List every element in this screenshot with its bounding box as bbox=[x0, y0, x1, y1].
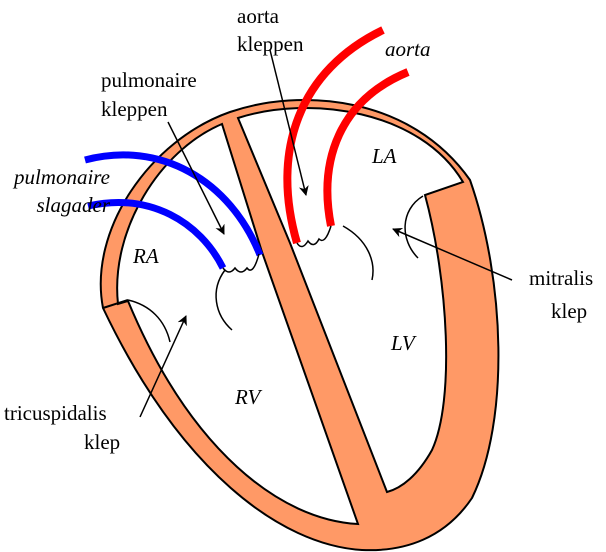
tricuspid-valve-leaflet bbox=[127, 299, 171, 343]
tricuspid-annulus bbox=[102, 299, 129, 309]
label-la: LA bbox=[371, 144, 397, 168]
pulmonary-valve-leaflet bbox=[215, 269, 233, 331]
label-pulmonary-valves-1: pulmonaire bbox=[101, 68, 197, 92]
label-rv: RV bbox=[234, 385, 262, 409]
label-aorta-valves-1: aorta bbox=[237, 4, 280, 28]
right-heart-cavity bbox=[116, 122, 360, 526]
label-aorta-valves-2: kleppen bbox=[237, 32, 304, 56]
pulmonary-valve-cusps bbox=[222, 253, 260, 273]
label-tricuspid-valve-2: klep bbox=[84, 430, 120, 454]
label-pulmonary-artery-1: pulmonaire bbox=[12, 165, 110, 189]
pulmonary-valves-arrow bbox=[167, 121, 225, 235]
label-aorta: aorta bbox=[385, 37, 431, 61]
label-ra: RA bbox=[132, 244, 159, 268]
aorta-outer bbox=[283, 26, 385, 245]
tricuspid-valve-arrow bbox=[139, 315, 187, 418]
pulmonary-artery-lower bbox=[87, 199, 227, 270]
label-tricuspid-valve-1: tricuspidalis bbox=[4, 401, 107, 425]
label-pulmonary-valves-2: kleppen bbox=[101, 97, 168, 121]
aortic-valve-cusps bbox=[296, 225, 332, 248]
aorta-valves-arrow bbox=[269, 49, 309, 196]
mitral-valve-arrow bbox=[392, 227, 513, 281]
aorta-inner bbox=[323, 68, 410, 227]
label-pulmonary-artery-2: slagader bbox=[37, 193, 111, 217]
pulmonary-artery-upper bbox=[84, 151, 264, 257]
label-lv: LV bbox=[390, 331, 417, 355]
label-mitral-valve-1: mitralis bbox=[529, 266, 593, 290]
mitral-valve-leaflet bbox=[404, 195, 424, 259]
label-mitral-valve-2: klep bbox=[551, 299, 587, 323]
aortic-valve-leaflet bbox=[342, 225, 374, 281]
